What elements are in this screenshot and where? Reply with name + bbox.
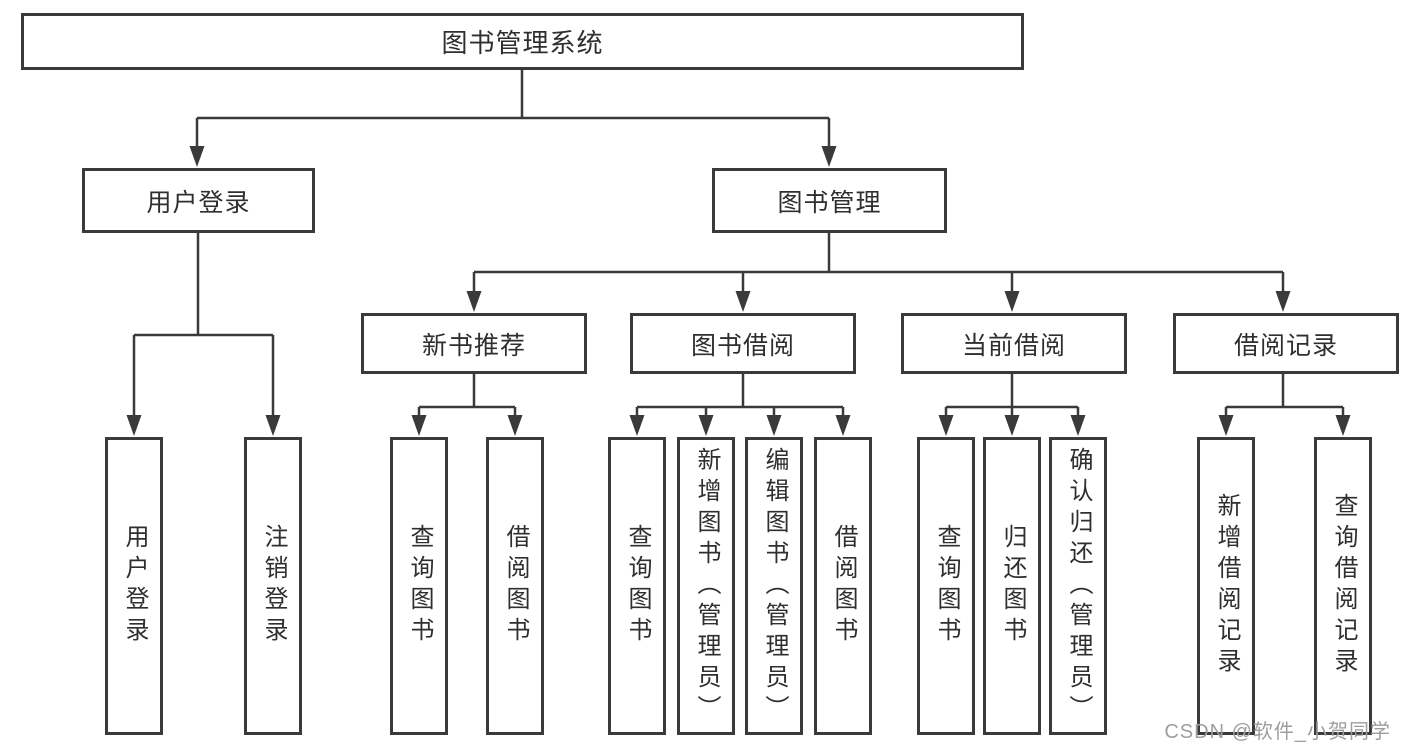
arrow-down-icon bbox=[938, 415, 954, 436]
arrow-down-icon bbox=[735, 291, 751, 312]
node-user-login: 用户登录 bbox=[82, 168, 315, 233]
connector-borrow-record-branch bbox=[1224, 374, 1345, 416]
connector-new-book-branch bbox=[417, 374, 517, 416]
leaf-label: 借阅图书 bbox=[502, 524, 529, 648]
connector-book-management-branch bbox=[472, 233, 1285, 292]
arrow-down-icon bbox=[126, 415, 142, 436]
leaf-label: 归还图书 bbox=[999, 524, 1026, 648]
leaf-label: 用户登录 bbox=[121, 524, 148, 648]
leaf-label: 查询图书 bbox=[933, 524, 960, 648]
leaf-query-books-borrow: 查询图书 bbox=[608, 437, 666, 735]
node-borrow-records: 借阅记录 bbox=[1173, 313, 1399, 374]
leaf-user-login: 用户登录 bbox=[105, 437, 163, 735]
leaf-query-borrow-record: 查询借阅记录 bbox=[1314, 437, 1372, 735]
arrow-down-icon bbox=[411, 415, 427, 436]
leaf-label: 注销登录 bbox=[260, 524, 287, 648]
leaf-edit-books-admin: 编辑图书（管理员） bbox=[745, 437, 803, 735]
node-current-borrow: 当前借阅 bbox=[901, 313, 1127, 374]
arrow-down-icon bbox=[189, 146, 205, 167]
leaf-query-books-current: 查询图书 bbox=[917, 437, 975, 735]
arrow-down-icon bbox=[1335, 415, 1351, 436]
node-new-book-recommend: 新书推荐 bbox=[361, 313, 587, 374]
leaf-label: 确认归还（管理员） bbox=[1065, 446, 1092, 726]
leaf-add-borrow-record: 新增借阅记录 bbox=[1197, 437, 1255, 735]
leaf-label: 借阅图书 bbox=[830, 524, 857, 648]
arrow-down-icon bbox=[629, 415, 645, 436]
arrow-down-icon bbox=[1070, 415, 1086, 436]
leaf-query-books-recommend: 查询图书 bbox=[390, 437, 448, 735]
arrow-down-icon bbox=[1275, 291, 1291, 312]
leaf-label: 新增图书（管理员） bbox=[693, 446, 720, 726]
leaf-label: 查询图书 bbox=[624, 524, 651, 648]
leaf-label: 查询图书 bbox=[406, 524, 433, 648]
leaf-borrow-books-recommend: 借阅图书 bbox=[486, 437, 544, 735]
leaf-borrow-books: 借阅图书 bbox=[814, 437, 872, 735]
arrow-down-icon bbox=[698, 415, 714, 436]
arrow-down-icon bbox=[835, 415, 851, 436]
arrow-down-icon bbox=[1218, 415, 1234, 436]
leaf-label: 查询借阅记录 bbox=[1330, 493, 1357, 679]
node-book-management: 图书管理 bbox=[712, 168, 947, 233]
arrow-down-icon bbox=[1004, 415, 1020, 436]
arrowheads bbox=[126, 146, 1351, 436]
arrow-down-icon bbox=[821, 146, 837, 167]
arrow-down-icon bbox=[507, 415, 523, 436]
connector-user-login-branch bbox=[132, 233, 275, 416]
node-library-management-system: 图书管理系统 bbox=[21, 13, 1024, 70]
arrow-down-icon bbox=[766, 415, 782, 436]
arrow-down-icon bbox=[265, 415, 281, 436]
leaf-return-books: 归还图书 bbox=[983, 437, 1041, 735]
arrow-down-icon bbox=[1004, 291, 1020, 312]
node-book-borrow: 图书借阅 bbox=[630, 313, 856, 374]
connector-current-borrow-branch bbox=[944, 374, 1080, 416]
watermark: CSDN @软件_小贺同学 bbox=[1164, 721, 1391, 743]
connector-root-to-level2 bbox=[195, 69, 831, 147]
leaf-add-books-admin: 新增图书（管理员） bbox=[677, 437, 735, 735]
leaf-logout: 注销登录 bbox=[244, 437, 302, 735]
leaf-label: 新增借阅记录 bbox=[1213, 493, 1240, 679]
connector-book-borrow-branch bbox=[635, 374, 845, 416]
leaf-confirm-return-admin: 确认归还（管理员） bbox=[1049, 437, 1107, 735]
leaf-label: 编辑图书（管理员） bbox=[761, 446, 788, 726]
arrow-down-icon bbox=[466, 291, 482, 312]
